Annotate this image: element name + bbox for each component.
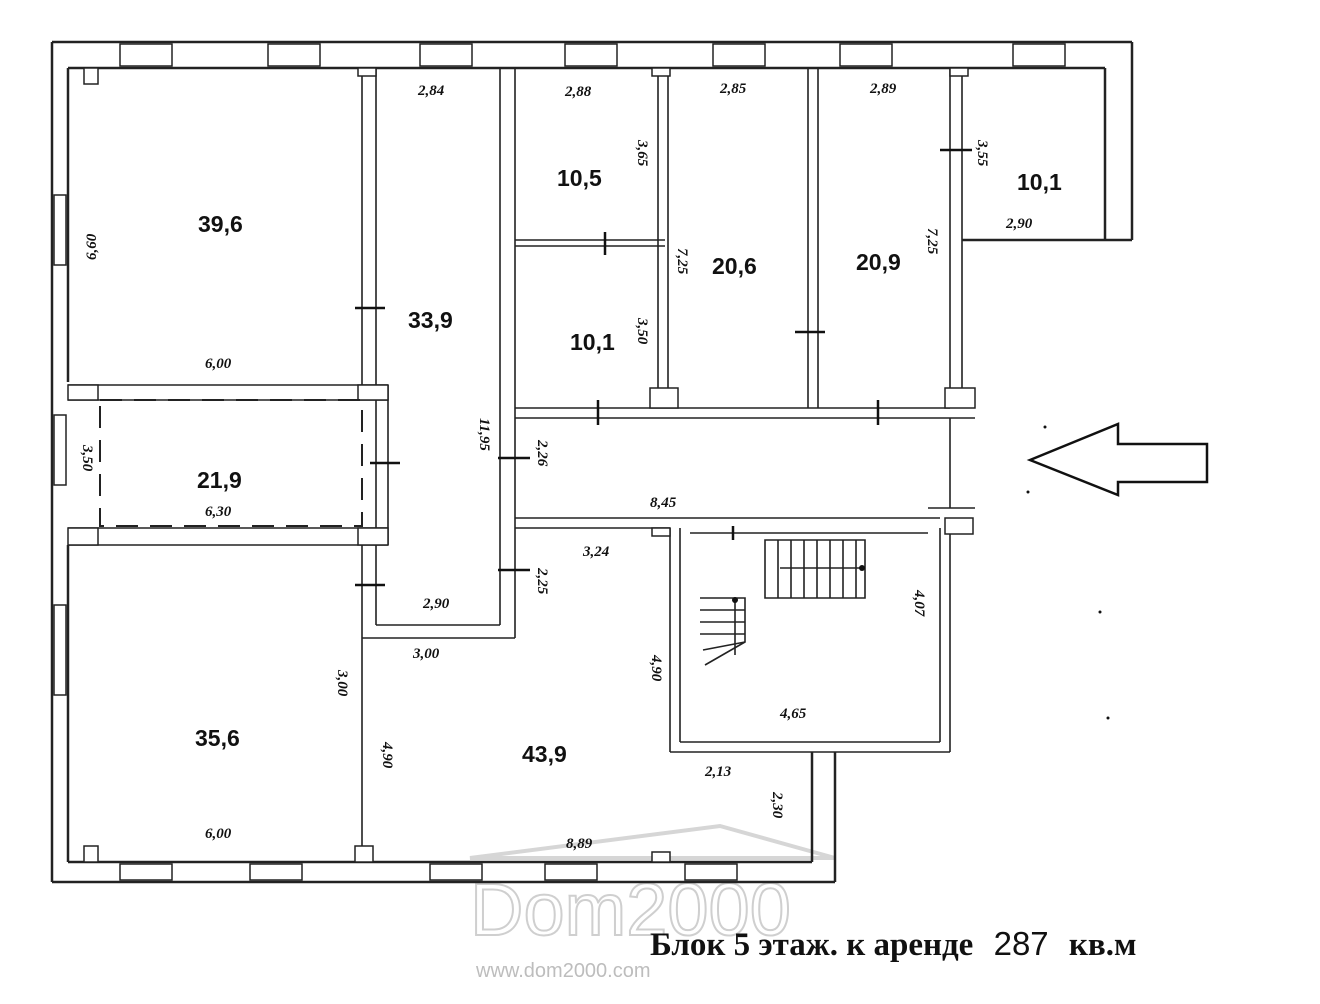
dimension-label: 3,50 <box>634 317 650 345</box>
dimension-label: 6,60 <box>84 233 100 260</box>
room-area-label: 35,6 <box>195 725 240 751</box>
dimension-label: 11,95 <box>476 418 492 451</box>
room-area-label: 33,9 <box>408 307 453 333</box>
room-labels: 39,6 33,9 10,5 10,1 20,6 20,9 10,1 21,9 … <box>195 165 1062 767</box>
dimension-label: 7,25 <box>924 228 940 255</box>
dimension-label: 2,25 <box>534 567 550 595</box>
dimension-label: 2,13 <box>704 764 732 780</box>
dimension-label: 3,00 <box>334 669 350 697</box>
dimension-label: 4,07 <box>911 589 927 617</box>
windows <box>53 43 1066 881</box>
dimension-label: 6,00 <box>205 356 232 372</box>
dimension-label: 6,00 <box>205 826 232 842</box>
staircase <box>700 539 866 666</box>
room-area-label: 10,1 <box>1017 169 1062 195</box>
dimension-label: 3,65 <box>634 139 650 167</box>
caption-area-value: 287 <box>994 925 1049 962</box>
room-area-label: 43,9 <box>522 741 567 767</box>
interior-walls <box>68 68 975 862</box>
dashed-zone <box>99 399 363 527</box>
dimension-label: 6,30 <box>205 504 232 520</box>
dimension-label: 3,00 <box>412 646 440 662</box>
caption: Блок 5 этаж. к аренде 287 кв.м <box>650 925 1136 963</box>
dimension-label: 2,90 <box>422 596 450 612</box>
dimension-labels: 6,60 6,00 2,84 2,88 3,65 2,85 7,25 3,50 … <box>79 81 1033 852</box>
dimension-label: 8,45 <box>650 495 677 511</box>
columns <box>67 67 976 863</box>
dimension-label: 2,84 <box>417 83 445 99</box>
dimension-label: 4,90 <box>379 741 395 769</box>
dimension-label: 3,55 <box>974 139 990 167</box>
dimension-label: 2,26 <box>534 439 550 467</box>
room-area-label: 21,9 <box>197 467 242 493</box>
dimension-label: 3,50 <box>79 444 95 472</box>
dimension-label: 4,65 <box>779 706 807 722</box>
dimension-label: 2,85 <box>719 81 747 97</box>
caption-text: Блок 5 этаж. к аренде <box>650 927 973 963</box>
room-area-label: 39,6 <box>198 211 243 237</box>
dimension-label: 2,88 <box>564 84 592 100</box>
room-area-label: 20,9 <box>856 249 901 275</box>
dimension-label: 2,30 <box>769 791 785 819</box>
room-area-label: 10,1 <box>570 329 615 355</box>
room-area-label: 10,5 <box>557 165 602 191</box>
caption-unit: кв.м <box>1069 927 1137 963</box>
dimension-label: 8,89 <box>566 836 593 852</box>
dimension-label: 3,24 <box>582 544 610 560</box>
dimension-label: 4,90 <box>648 654 664 682</box>
dimension-label: 2,90 <box>1005 216 1033 232</box>
dimension-label: 7,25 <box>674 248 690 275</box>
room-area-label: 20,6 <box>712 253 757 279</box>
door-marks <box>355 148 972 587</box>
watermark-url: www.dom2000.com <box>475 960 651 982</box>
dimension-label: 2,89 <box>869 81 897 97</box>
exterior-walls <box>50 40 1134 884</box>
entrance-arrow-icon <box>1026 422 1209 720</box>
